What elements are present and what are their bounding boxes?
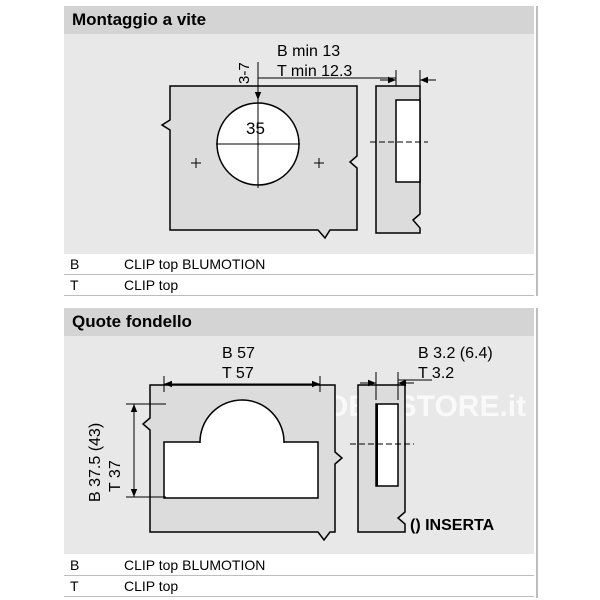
legend-row: B CLIP top BLUMOTION <box>64 254 534 275</box>
section-title-quote-fondello: Quote fondello <box>64 308 534 336</box>
dimension-label-depth-t: T 3.2 <box>418 365 454 382</box>
divider-line <box>536 308 538 598</box>
inserta-note: () INSERTA <box>410 517 495 534</box>
divider-line <box>536 6 538 296</box>
screw-mark-left <box>191 158 201 168</box>
watermark: MOBILSTORE.it <box>300 390 526 423</box>
legend-text: CLIP top BLUMOTION <box>124 256 266 272</box>
diameter-label: 35 <box>246 119 265 138</box>
legend-text: CLIP top <box>124 277 179 293</box>
legend-row: B CLIP top BLUMOTION <box>64 555 534 576</box>
dimension-label-b-min: B min 13 <box>277 43 340 60</box>
legend-key: B <box>70 557 80 573</box>
dimension-label-3-7: 3-7 <box>236 62 253 84</box>
legend-key: T <box>70 277 79 293</box>
legend-text: CLIP top BLUMOTION <box>124 557 266 573</box>
dimension-label-depth-b: B 3.2 (6.4) <box>418 345 493 362</box>
legend-row: T CLIP top <box>64 576 534 597</box>
dimension-label-width-b: B 57 <box>222 345 255 362</box>
cup-section <box>395 99 421 183</box>
dimension-label-height-t: T 37 <box>107 460 124 492</box>
base-plate-section <box>375 403 399 487</box>
legend-row: T CLIP top <box>64 275 534 296</box>
screw-mark-right <box>314 158 324 168</box>
legend-key: T <box>70 578 79 594</box>
dimension-label-width-t: T 57 <box>222 365 254 382</box>
section-title-montaggio: Montaggio a vite <box>64 6 534 34</box>
legend-text: CLIP top <box>124 578 179 594</box>
legend-key: B <box>70 256 80 272</box>
dimension-label-height-b: B 37.5 (43) <box>87 423 104 502</box>
dimension-label-t-min: T min 12.3 <box>277 63 352 80</box>
